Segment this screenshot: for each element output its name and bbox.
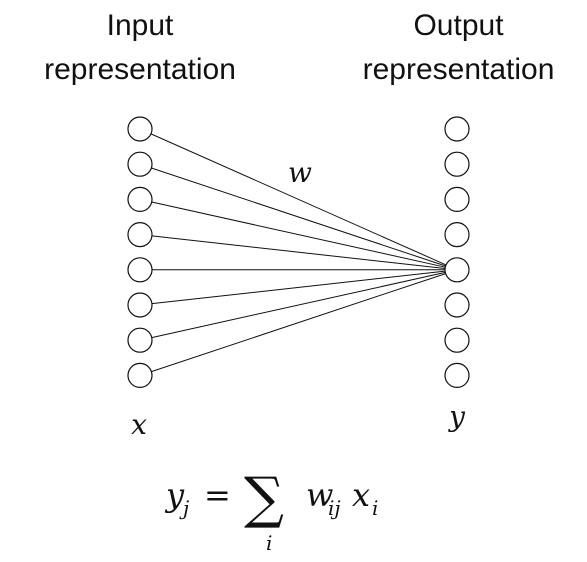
input-node bbox=[127, 362, 153, 388]
equation: y j = ∑ i w ij x i bbox=[164, 466, 378, 555]
output-node bbox=[444, 362, 470, 388]
output-node-target bbox=[444, 257, 470, 283]
input-node bbox=[127, 116, 153, 142]
connection-edge bbox=[150, 133, 447, 266]
input-representation-title: Input representation bbox=[10, 4, 270, 92]
output-node bbox=[444, 327, 470, 353]
connection-edges bbox=[150, 133, 447, 373]
output-title-line-2: representation bbox=[362, 53, 555, 86]
equation-weight-subscript: ij bbox=[328, 496, 341, 520]
output-node bbox=[444, 186, 470, 212]
input-node bbox=[127, 292, 153, 318]
input-title-line-1: Input bbox=[106, 9, 174, 42]
summation-index: i bbox=[266, 531, 272, 555]
equation-input-subscript: i bbox=[372, 496, 378, 520]
connection-edge bbox=[151, 167, 446, 267]
input-node bbox=[127, 222, 153, 248]
connection-edge bbox=[151, 201, 446, 268]
equation-weight-term: w bbox=[306, 476, 333, 514]
output-variable-label: y bbox=[447, 400, 466, 433]
input-node bbox=[127, 151, 153, 177]
equation-lhs-subscript: j bbox=[179, 496, 189, 520]
input-node bbox=[127, 327, 153, 353]
weight-label: w bbox=[288, 156, 312, 189]
output-title-line-1: Output bbox=[413, 9, 504, 42]
connection-edge bbox=[151, 235, 446, 269]
output-node bbox=[444, 116, 470, 142]
input-variable-label: x bbox=[131, 408, 147, 441]
connection-edge bbox=[151, 270, 446, 305]
equation-lhs: y bbox=[164, 476, 185, 514]
output-node bbox=[444, 222, 470, 248]
summation-symbol: ∑ bbox=[244, 466, 284, 531]
output-node bbox=[444, 151, 470, 177]
equation-input-term: x bbox=[352, 476, 370, 514]
connection-edge bbox=[151, 271, 446, 339]
input-title-line-2: representation bbox=[44, 53, 236, 86]
input-layer-nodes bbox=[127, 116, 153, 388]
output-layer-nodes bbox=[444, 116, 470, 388]
input-node bbox=[127, 186, 153, 212]
connection-edge bbox=[151, 273, 446, 373]
output-node bbox=[444, 292, 470, 318]
equation-equals: = bbox=[204, 476, 231, 514]
input-node bbox=[127, 257, 153, 283]
output-representation-title: Output representation bbox=[330, 4, 587, 92]
